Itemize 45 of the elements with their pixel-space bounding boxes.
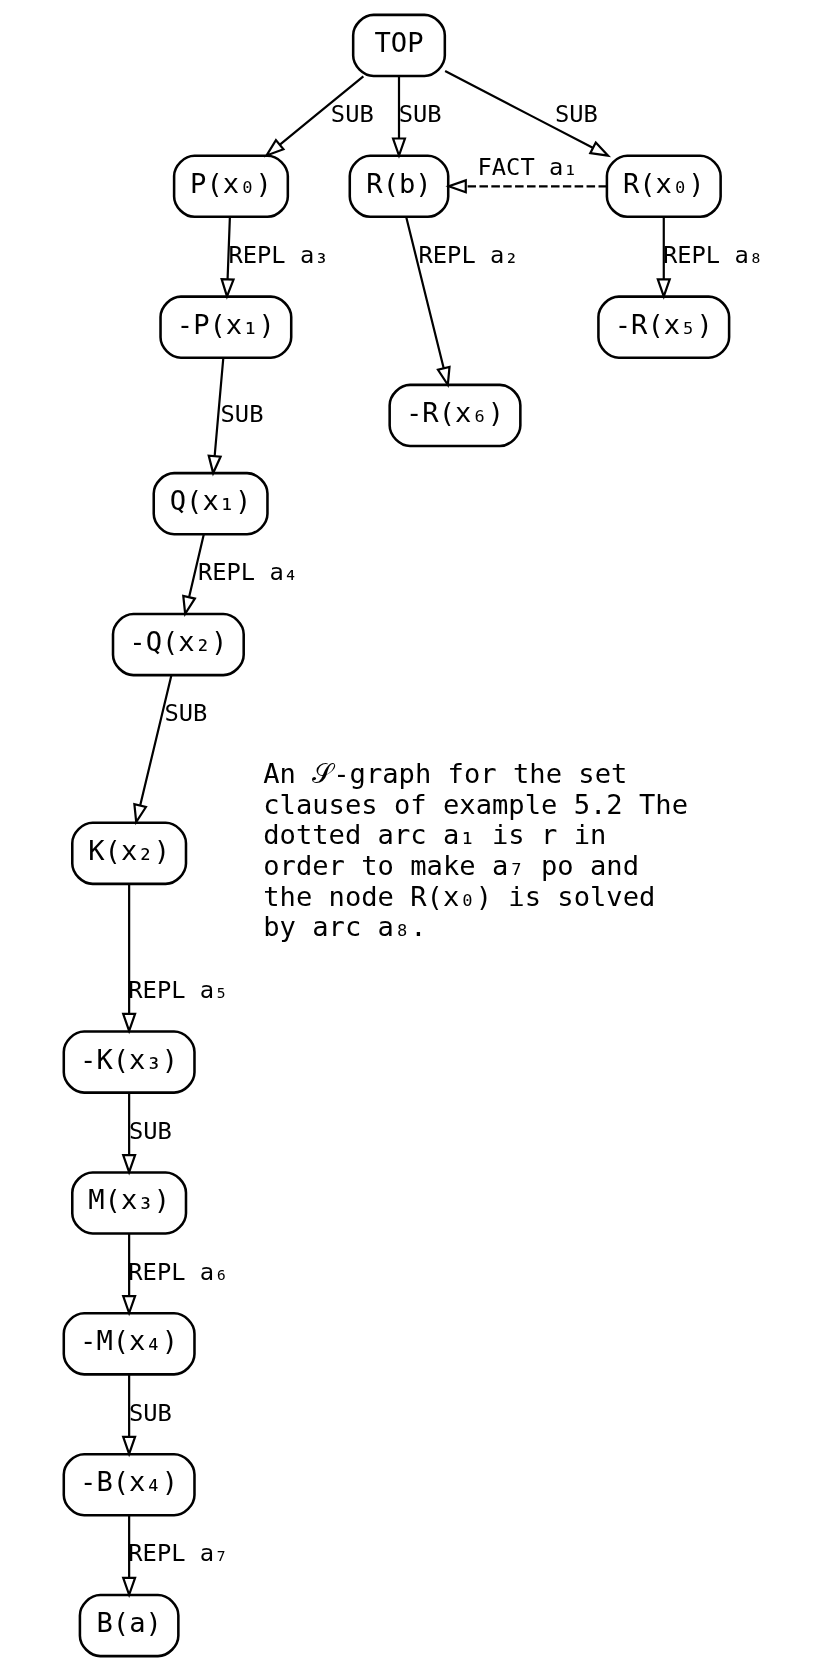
arrow (121, 1092, 137, 1176)
edge-label: REPL a₄ (197, 558, 298, 587)
arrow (181, 534, 205, 617)
edge-label: REPL a₃ (227, 241, 329, 270)
node-box: -Q(x₂) (111, 612, 245, 677)
node-box: M(x₃) (70, 1171, 187, 1235)
node-box: K(x₂) (70, 821, 187, 886)
node-box: -M(x₄) (62, 1312, 196, 1376)
node-box: R(b) (348, 154, 449, 219)
edge-label: REPL a₇ (127, 1539, 228, 1568)
arrow (444, 178, 607, 194)
node-box: -K(x₃) (62, 1030, 196, 1094)
node-box: TOP (351, 13, 446, 78)
node-box: P(x₀) (172, 154, 289, 219)
arrow (263, 75, 364, 158)
edge-label: SUB (554, 100, 598, 129)
arrow (404, 216, 451, 389)
edge-label: REPL a₅ (127, 975, 228, 1004)
arrow (206, 358, 224, 477)
arrow (219, 217, 235, 300)
arrow (121, 1515, 137, 1599)
arrow (655, 217, 671, 300)
edge-label: SUB (128, 1398, 172, 1427)
edge-label: REPL a₆ (127, 1257, 228, 1286)
node-box: -R(x₆) (387, 383, 522, 448)
arrow (121, 1233, 137, 1317)
edge-label: SUB (128, 1116, 172, 1145)
arrow (444, 70, 611, 158)
node-box: -P(x₁) (158, 295, 292, 359)
node-box: B(a) (78, 1593, 180, 1658)
edge-label: FACT a₁ (477, 152, 578, 181)
edge-label: SUB (164, 699, 207, 728)
edge-label: SUB (220, 399, 263, 428)
node-box: R(x₀) (605, 154, 722, 219)
edge-label: REPL a₂ (418, 241, 519, 270)
label: An 𝒮-graph for the set clauses of example 5.2 The dotted arc a₁ is r in order to make a₇ po and the node R(x₀) is solved by arc a₈. (262, 758, 688, 943)
edge-label: SUB (330, 100, 374, 129)
arrow (391, 76, 406, 159)
arrow (121, 884, 137, 1035)
node-box: Q(x₁) (151, 471, 269, 536)
arrow (121, 1374, 137, 1458)
arrow (132, 675, 172, 826)
edge-label: SUB (398, 100, 442, 129)
node-box: -R(x₅) (596, 295, 730, 359)
node-box: -B(x₄) (62, 1452, 196, 1517)
